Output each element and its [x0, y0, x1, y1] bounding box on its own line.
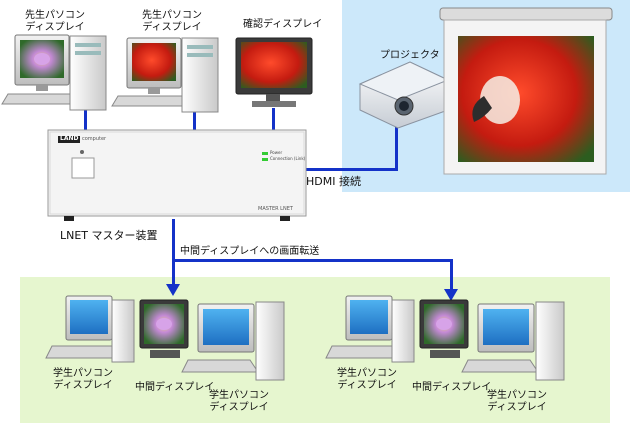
student-group-1 — [45, 295, 285, 381]
hdmi-label: HDMI 接続 — [306, 175, 361, 188]
connector-teacher2 — [193, 108, 196, 130]
student-pc-3-label: 学生パソコン ディスプレイ — [337, 368, 397, 391]
projector — [358, 61, 450, 129]
teacher-pc-1 — [1, 34, 107, 111]
device-logo-sub: computer — [82, 136, 107, 142]
connector-confirm — [272, 108, 275, 130]
student-pc-2-label: 学生パソコン ディスプレイ — [209, 390, 269, 413]
connector-hdmi-v — [395, 118, 398, 171]
confirm-display-label: 確認ディスプレイ — [243, 19, 323, 30]
device-model: MASTER LNET — [258, 206, 293, 212]
arrow-down-right — [444, 289, 458, 301]
master-device — [47, 129, 307, 221]
device-status-1: Power — [270, 150, 283, 155]
connector-transfer-right — [450, 259, 453, 289]
transfer-label: 中間ディスプレイへの画面転送 — [180, 246, 320, 257]
projection-screen — [439, 7, 613, 175]
teacher-pc-2 — [111, 37, 219, 113]
flower-icon — [34, 53, 50, 65]
student-group-2 — [325, 295, 565, 381]
middle-display-2-label: 中間ディスプレイ — [412, 382, 492, 393]
middle-display-1-label: 中間ディスプレイ — [135, 382, 215, 393]
device-logo: LAND — [60, 135, 79, 142]
student-pc-4-label: 学生パソコン ディスプレイ — [487, 390, 547, 413]
device-status-2: Connection (Link) — [270, 156, 306, 161]
connector-hdmi-h — [306, 168, 398, 171]
connector-transfer-h — [172, 259, 453, 262]
teacher-pc-1-label: 先生パソコン ディスプレイ — [25, 10, 85, 33]
student-pc-1-label: 学生パソコン ディスプレイ — [53, 368, 113, 391]
confirm-display — [235, 37, 313, 107]
connector-master-down — [172, 219, 175, 284]
teacher-pc-2-label: 先生パソコン ディスプレイ — [142, 10, 202, 33]
projector-label: プロジェクタ — [380, 50, 440, 61]
connector-teacher1 — [84, 106, 87, 130]
master-device-label: LNET マスター装置 — [60, 229, 158, 242]
arrow-down-left — [166, 284, 180, 296]
